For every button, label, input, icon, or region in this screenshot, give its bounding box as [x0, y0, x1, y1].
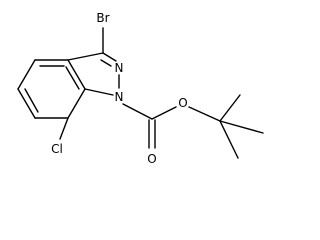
ester-oxygen-label: O [178, 96, 187, 110]
carbonyl-oxygen-label: O [147, 152, 156, 166]
bond-c5-c6 [17, 88, 36, 119]
molecule-drawing: Br N N Cl O O [17, 11, 264, 166]
chemical-structure-canvas: Br N N Cl O O [17, 11, 264, 166]
bond-c7-cl [59, 117, 69, 140]
bond-carbonyl-c-o-ester [151, 106, 177, 120]
bond-c3a-c3 [67, 52, 104, 61]
bond-c7a-c3a [67, 59, 86, 90]
bond-c7a-c3a-inner [65, 66, 80, 90]
chlorine-label: Cl [51, 142, 63, 156]
bond-c3-n2-inner [100, 59, 112, 67]
nitrogen-2-label: N [115, 61, 124, 75]
bond-ctert-methyl-right [219, 120, 264, 134]
bond-o-ester-ctert [188, 106, 221, 122]
bond-c5-c6-inner [24, 88, 39, 113]
bond-ctert-methyl-up [219, 94, 241, 122]
bond-n1-carbonyl-c [122, 103, 153, 120]
bond-n1-c7a [84, 88, 114, 96]
bond-c3-n2 [102, 52, 117, 62]
bond-c7-c7a [67, 88, 86, 119]
bond-ctert-methyl-down [219, 120, 239, 159]
bond-c4-c5 [17, 59, 36, 90]
nitrogen-1-label: N [115, 90, 124, 104]
bromine-label: Br [96, 11, 109, 25]
